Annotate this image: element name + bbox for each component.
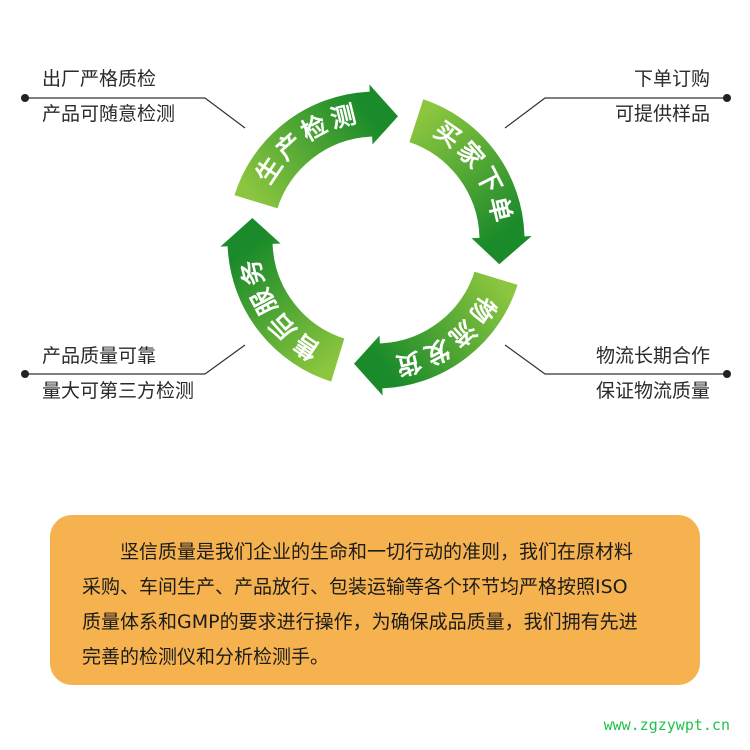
cycle-arrow-segment	[349, 267, 522, 404]
description-line: 坚信质量是我们企业的生命和一切行动的准则，我们在原材料	[120, 541, 634, 563]
cycle-arrow-segment	[230, 76, 403, 213]
callout-text: 可提供样品	[614, 103, 710, 125]
callout-text: 产品质量可靠	[42, 345, 157, 367]
cycle-arrow-segment	[405, 95, 541, 269]
connector-bottom-right	[504, 344, 727, 375]
callout-text: 下单订购	[633, 68, 710, 90]
callout-connectors	[25, 97, 727, 375]
bullet-dot-top-left	[21, 94, 29, 102]
callout-text: 出厂严格质检	[42, 68, 157, 90]
bullet-dot-top-right	[723, 94, 731, 102]
callout-top-right: 下单订购 可提供样品	[615, 62, 710, 132]
description-line: 采购、车间生产、产品放行、包装运输等各个环节均严格按照ISO	[82, 576, 628, 598]
callout-bottom-left: 产品质量可靠 量大可第三方检测	[42, 339, 194, 409]
connector-bottom-left	[25, 344, 246, 375]
connector-top-right	[504, 97, 727, 129]
description-line: 质量体系和GMP的要求进行操作，为确保成品质量，我们拥有先进	[82, 611, 638, 633]
connector-top-left	[25, 97, 246, 129]
bullet-dot-bottom-right	[723, 370, 731, 378]
description-box: 坚信质量是我们企业的生命和一切行动的准则，我们在原材料 采购、车间生产、产品放行…	[50, 515, 700, 685]
bullet-dot-bottom-left	[21, 370, 29, 378]
callout-top-left: 出厂严格质检 产品可随意检测	[42, 62, 175, 132]
callout-text: 产品可随意检测	[42, 103, 176, 125]
callout-text: 保证物流质量	[595, 380, 710, 402]
description-line: 完善的检测仪和分析检测手。	[82, 646, 330, 668]
callout-text: 物流长期合作	[595, 345, 710, 367]
callout-bottom-right: 物流长期合作 保证物流质量	[596, 339, 710, 409]
website-watermark: www.zgzywpt.cn	[603, 716, 730, 734]
cycle-arrow-segment	[212, 213, 349, 386]
callout-text: 量大可第三方检测	[42, 380, 195, 402]
